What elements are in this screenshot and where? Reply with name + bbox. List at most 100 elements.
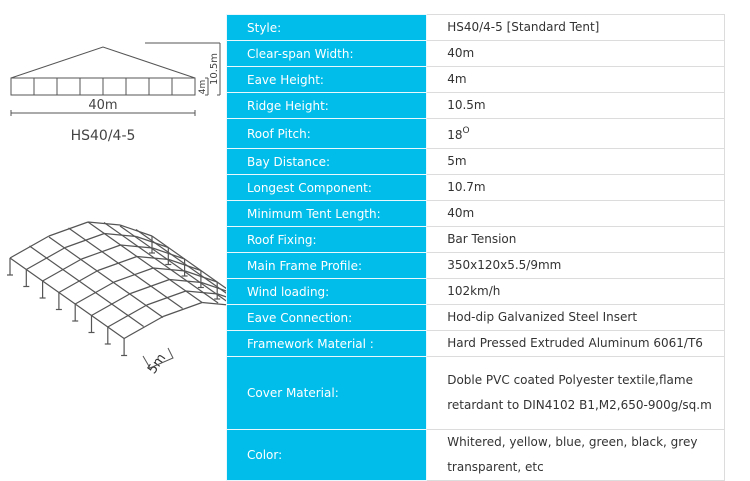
- rafter: [169, 278, 202, 284]
- spec-value: Hod-dip Galvanized Steel Insert: [426, 304, 725, 331]
- spec-value: HS40/4-5 [Standard Tent]: [426, 14, 725, 41]
- spec-value: 350x120x5.5/9mm: [426, 252, 725, 279]
- spec-value-text: 10.5m: [447, 98, 486, 112]
- spec-label: Style:: [225, 14, 428, 41]
- tent-drawings: 40m HS40/4-5 10.5m 4m 5m: [0, 0, 226, 480]
- spec-value-text: Doble PVC coated Polyester textile,flame…: [447, 373, 712, 412]
- spec-row: Style: HS40/4-5 [Standard Tent]: [225, 14, 725, 41]
- purlin: [103, 222, 219, 304]
- spec-row: Ridge Height: 10.5m: [225, 92, 725, 119]
- rafter: [153, 267, 186, 272]
- spec-value-text: 40m: [447, 46, 475, 60]
- spec-value-text: Whitered, yellow, blue, green, black, gr…: [447, 435, 698, 474]
- rafter: [74, 281, 115, 305]
- rafter: [201, 281, 226, 292]
- rafter: [185, 270, 218, 283]
- spec-label: Longest Component:: [225, 174, 428, 201]
- ridge-height-label: 10.5m: [209, 53, 220, 85]
- spec-row: Eave Height: 4m: [225, 66, 725, 93]
- rafter: [217, 293, 226, 298]
- spec-value-text: Hard Pressed Extruded Aluminum 6061/T6: [447, 336, 703, 350]
- spec-row: Roof Pitch:18O: [225, 118, 725, 149]
- spec-table: Style: HS40/4-5 [Standard Tent] Clear-span…: [225, 14, 725, 481]
- spec-label: Color:: [225, 429, 428, 481]
- spec-label: Clear-span Width:: [225, 40, 428, 67]
- spec-value-text: 18: [447, 128, 463, 142]
- spec-label: Bay Distance:: [225, 148, 428, 175]
- model-label: HS40/4-5: [71, 128, 136, 144]
- spec-label: Minimum Tent Length:: [225, 200, 428, 227]
- rafter: [146, 290, 187, 306]
- spec-value: Whitered, yellow, blue, green, black, gr…: [426, 429, 725, 481]
- spec-value-text: 102km/h: [447, 284, 501, 298]
- spec-value: 102km/h: [426, 278, 725, 305]
- spec-row: Wind loading: 102km/h: [225, 278, 725, 305]
- rafter: [42, 258, 82, 282]
- spec-row: Main Frame Profile: 350x120x5.5/9mm: [225, 252, 725, 279]
- purlin: [9, 257, 125, 339]
- tent-frame-3d-drawing: [7, 221, 226, 357]
- rafter: [162, 301, 203, 318]
- rafter: [130, 278, 170, 295]
- spec-value: 4m: [426, 66, 725, 93]
- rafter: [113, 267, 154, 283]
- spec-row: Longest Component: 10.7m: [225, 174, 725, 201]
- spec-value-text: Hod-dip Galvanized Steel Insert: [447, 310, 638, 324]
- spec-value: Doble PVC coated Polyester textile,flame…: [426, 356, 725, 430]
- purlin: [68, 227, 183, 309]
- spec-value: 18O: [426, 118, 725, 149]
- rafter: [120, 244, 153, 249]
- spec-label: Eave Connection:: [225, 304, 428, 331]
- rafter: [107, 304, 148, 328]
- rafter: [136, 235, 169, 249]
- spec-row: Minimum Tent Length: 40m: [225, 200, 725, 227]
- degree-symbol: O: [462, 126, 470, 136]
- purlin: [151, 235, 226, 289]
- spec-row: Roof Fixing:Bar Tension: [225, 226, 725, 253]
- spec-value: Bar Tension: [426, 226, 725, 253]
- spec-label: Roof Fixing:: [225, 226, 428, 253]
- spec-value-text: 5m: [447, 154, 467, 168]
- rafter: [202, 301, 226, 306]
- eave-height-label: 4m: [198, 80, 208, 95]
- rafter: [91, 292, 131, 317]
- spec-value: 10.5m: [426, 92, 725, 119]
- width-dimension-label: 40m: [88, 98, 117, 113]
- spec-value-text: 350x120x5.5/9mm: [447, 258, 562, 272]
- spec-value-text: 10.7m: [447, 180, 486, 194]
- tent-elevation-drawing: 40m HS40/4-5 10.5m 4m 5m: [7, 42, 226, 377]
- rafter: [65, 232, 105, 249]
- purlin: [135, 229, 226, 294]
- rafter: [104, 232, 137, 238]
- purlin: [87, 221, 203, 303]
- rafter: [87, 221, 121, 226]
- spec-value: 10.7m: [426, 174, 725, 201]
- bay-distance-label: 5m: [145, 351, 169, 377]
- spec-row: Cover Material: Doble PVC coated Polyeste…: [225, 356, 725, 430]
- spec-label: Roof Pitch:: [225, 118, 428, 149]
- rafter: [136, 255, 169, 261]
- rafter: [81, 244, 121, 260]
- rafter: [9, 235, 50, 259]
- spec-label: Eave Height:: [225, 66, 428, 93]
- spec-label: Framework Material :: [225, 330, 428, 357]
- purlin: [29, 245, 144, 327]
- purlin: [119, 225, 226, 302]
- rafter: [152, 247, 185, 260]
- spec-value: 40m: [426, 40, 725, 67]
- spec-value-text: 40m: [447, 206, 475, 220]
- spec-label: Main Frame Profile:: [225, 252, 428, 279]
- rafter: [119, 224, 153, 237]
- spec-label: Ridge Height:: [225, 92, 428, 119]
- spec-label: Wind loading:: [225, 278, 428, 305]
- spec-value: 5m: [426, 148, 725, 175]
- spec-label: Cover Material:: [225, 356, 428, 430]
- rafter: [58, 269, 99, 294]
- spec-value-text: HS40/4-5 [Standard Tent]: [447, 20, 600, 34]
- rafter: [26, 246, 66, 271]
- spec-value-text: 4m: [447, 72, 467, 86]
- spec-value: Hard Pressed Extruded Aluminum 6061/T6: [426, 330, 725, 357]
- spec-row: Color: Whitered, yellow, blue, green, bla…: [225, 429, 725, 481]
- rafter: [123, 315, 164, 340]
- rafter: [185, 290, 218, 295]
